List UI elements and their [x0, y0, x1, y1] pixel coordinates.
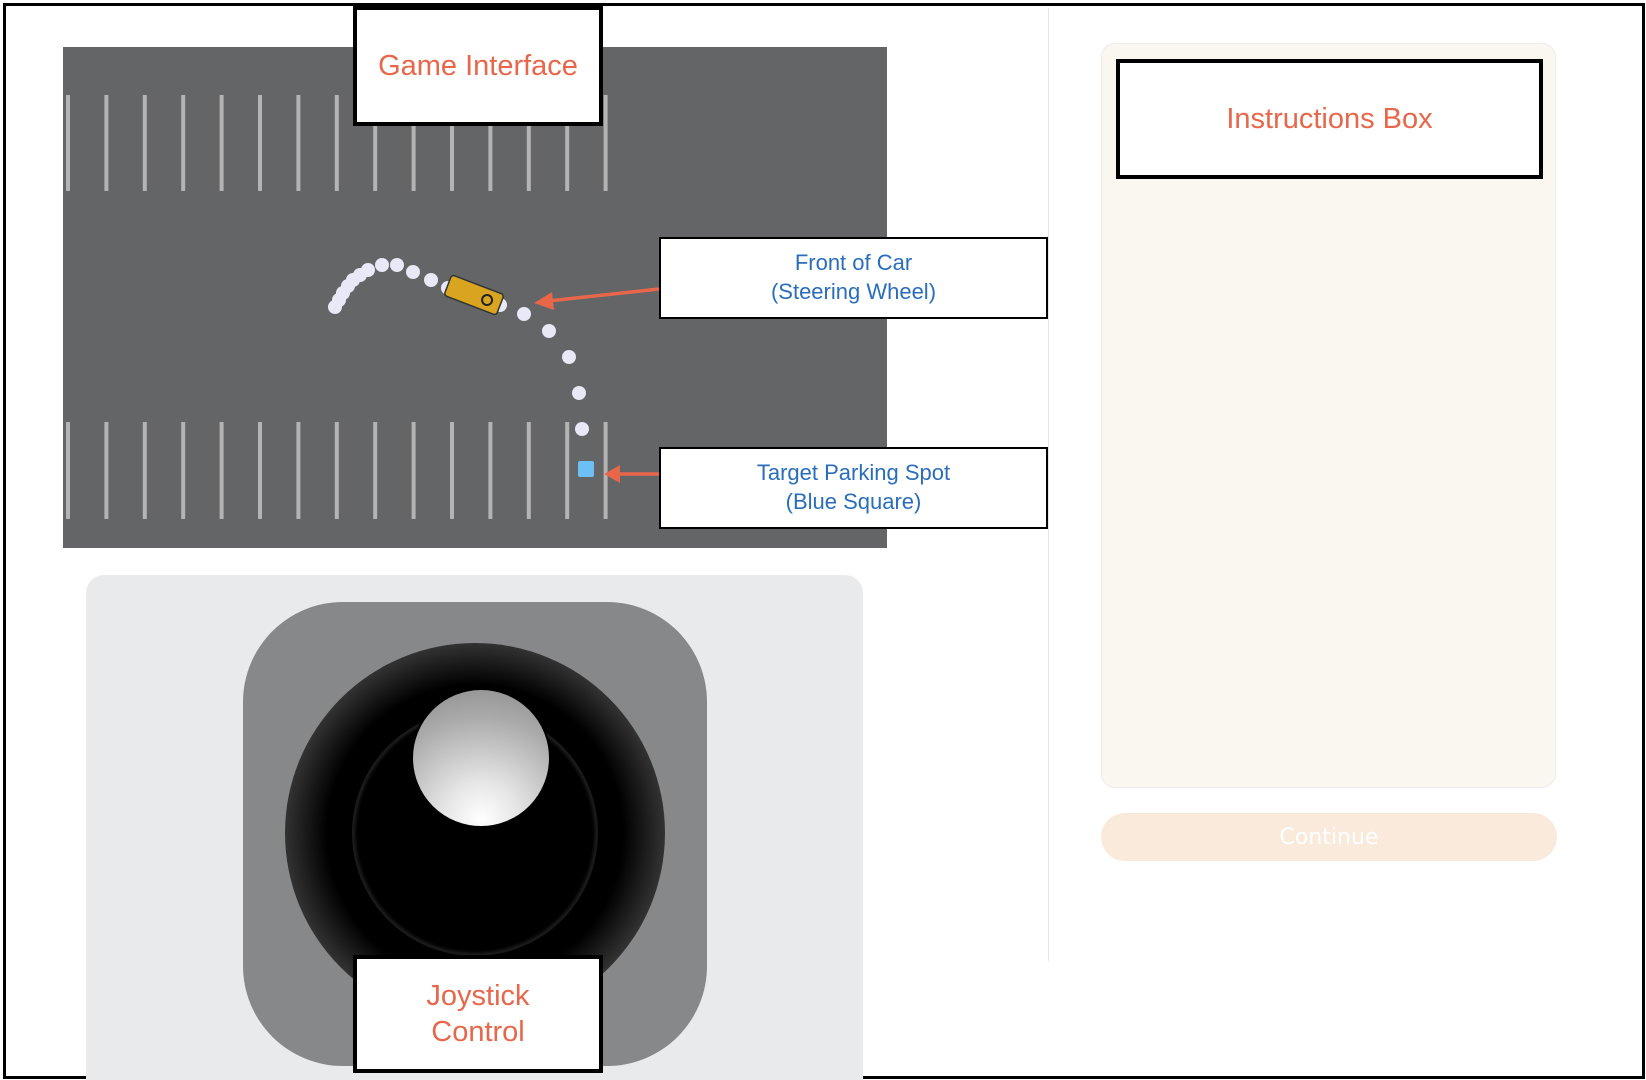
trajectory-trail — [328, 258, 589, 436]
trail-dot — [375, 258, 389, 272]
trail-dot — [424, 273, 438, 287]
trail-dot — [542, 324, 556, 338]
game-interface-label: Game Interface — [353, 6, 603, 126]
parking-lines-bottom — [66, 422, 608, 519]
trail-dot — [361, 263, 375, 277]
continue-button[interactable]: Continue — [1101, 813, 1557, 861]
instructions-box-label-text: Instructions Box — [1226, 102, 1433, 135]
trail-dot — [406, 265, 420, 279]
joystick-control-label: Joystick Control — [353, 955, 603, 1073]
joystick-label-line2: Control — [431, 1016, 525, 1048]
arrow-target — [604, 465, 659, 483]
divider — [1048, 8, 1049, 961]
steering-wheel-text: (Steering Wheel) — [770, 279, 937, 304]
target-parking-spot — [578, 461, 594, 477]
arrow-front-of-car — [534, 287, 660, 310]
joystick-knob[interactable] — [411, 688, 551, 828]
car — [444, 274, 504, 316]
target-annotation: Target Parking Spot (Blue Square) — [659, 447, 1048, 529]
car-body — [444, 274, 504, 316]
front-of-car-text: Front of Car — [794, 250, 913, 276]
target-text: Target Parking Spot — [756, 460, 951, 486]
trail-dot — [572, 386, 586, 400]
trail-dot — [517, 307, 531, 321]
trail-dot — [575, 422, 589, 436]
trail-dot — [390, 258, 404, 272]
game-interface-label-text: Game Interface — [378, 49, 578, 82]
front-of-car-annotation: Front of Car (Steering Wheel) — [659, 237, 1048, 319]
joystick-label-line1: Joystick — [426, 979, 530, 1012]
steering-wheel-icon — [481, 294, 494, 307]
instructions-box-label: Instructions Box — [1116, 59, 1543, 179]
trail-dot — [562, 350, 576, 364]
blue-square-text: (Blue Square) — [785, 489, 922, 514]
